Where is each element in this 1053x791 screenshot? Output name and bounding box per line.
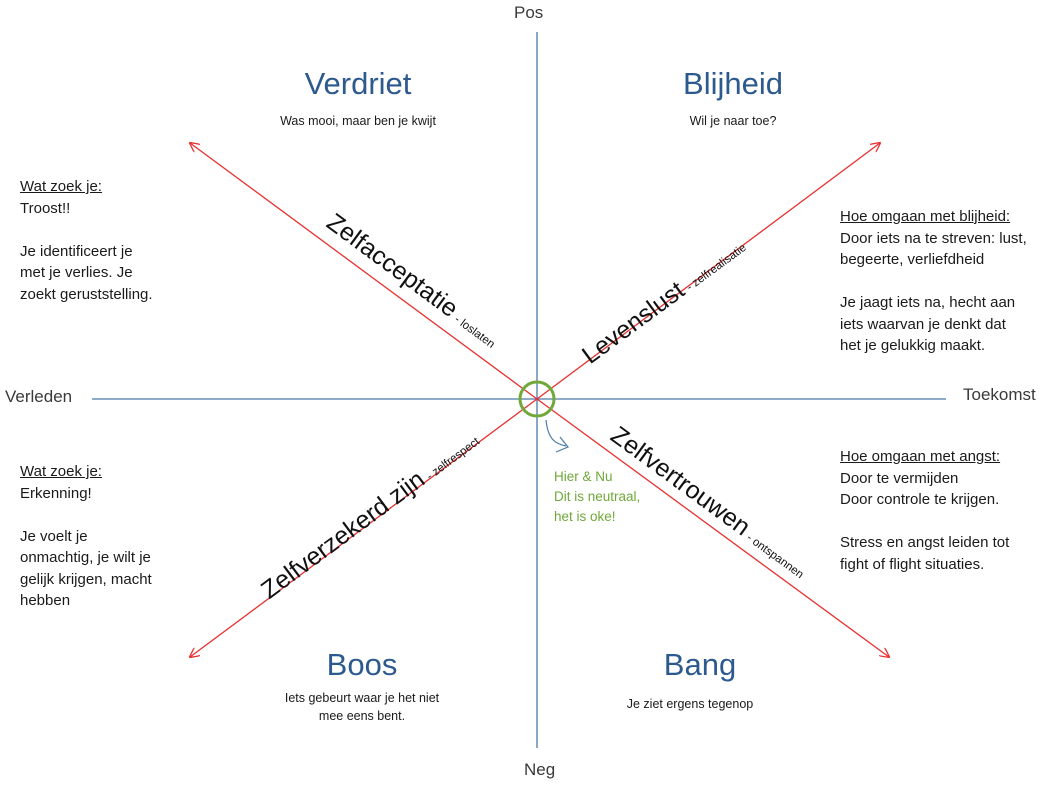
note-bang-heading: Hoe omgaan met angst: (840, 448, 1001, 465)
note-line: Door controle te krijgen. (840, 491, 1000, 508)
note-verdriet-heading: Wat zoek je: (20, 178, 102, 195)
note-blijheid-heading: Hoe omgaan met blijheid: (840, 208, 1011, 225)
note-line: met je verlies. Je (20, 264, 133, 281)
note-line: Door iets na te streven: lust, (840, 229, 1027, 247)
note-line: gelijk krijgen, macht (20, 570, 152, 588)
diagonal-arrow-top-right (536, 143, 880, 400)
note-line: onmachtig, je wilt je (20, 549, 151, 566)
diagonal-arrow-top-left (190, 143, 538, 400)
center-note: Hier & Nu Dit is neutraal, het is oke! (554, 467, 640, 527)
note-line: zoekt geruststelling. (20, 285, 153, 303)
note-boos: Wat zoek je: Erkenning! Je voelt je onma… (20, 461, 152, 612)
note-verdriet: Wat zoek je: Troost!! Je identificeert j… (20, 176, 153, 305)
emotion-boos: Boos (326, 647, 398, 682)
diagonal-arrow-bottom-right (536, 398, 889, 657)
note-line: Stress en angst leiden tot (840, 534, 1010, 551)
note-bang: Hoe omgaan met angst: Door te vermijden … (840, 446, 1009, 575)
subtitle-boos-line-2: mee eens bent. (318, 709, 406, 723)
note-line: Je voelt je (20, 527, 88, 545)
note-line: Je identificeert je (20, 242, 133, 260)
axis-label-neg: Neg (524, 760, 556, 779)
note-boos-heading: Wat zoek je: (20, 463, 102, 480)
subtitle-boos: Iets gebeurt waar je het niet mee eens b… (242, 689, 482, 725)
axis-label-pos: Pos (514, 3, 544, 22)
note-line: Troost!! (20, 199, 71, 217)
center-note-line: Dit is neutraal, (554, 489, 641, 504)
subtitle-bang: Je ziet ergens tegenop (626, 697, 754, 711)
note-line: begeerte, verliefdheid (840, 251, 985, 268)
emotion-blijheid: Blijheid (683, 66, 783, 101)
center-note-line: het is oke! (554, 509, 616, 524)
diagonal-arrow-bottom-left (190, 398, 538, 657)
note-line: Door te vermijden (840, 469, 959, 487)
emotion-bang: Bang (663, 647, 737, 682)
here-and-now-circle (518, 380, 556, 418)
subtitle-boos-line-1: Iets gebeurt waar je het niet (284, 691, 440, 705)
emotion-verdriet: Verdriet (304, 66, 412, 101)
note-line: het je gelukkig maakt. (840, 337, 986, 354)
axis-label-verleden: Verleden (5, 387, 73, 406)
curved-pointer-arrowhead (555, 436, 569, 453)
note-line: hebben (20, 592, 71, 609)
center-note-line: Hier & Nu (554, 469, 613, 484)
note-line: iets waarvan je denkt dat (840, 315, 1006, 333)
note-line: fight of flight situaties. (840, 555, 985, 573)
curved-pointer-arrow (545, 419, 567, 447)
note-line: Erkenning! (20, 484, 92, 502)
axis-label-toekomst: Toekomst (963, 385, 1036, 404)
subtitle-verdriet: Was mooi, maar ben je kwijt (280, 114, 436, 128)
note-blijheid: Hoe omgaan met blijheid: Door iets na te… (840, 206, 1027, 357)
note-line: Je jaagt iets na, hecht aan (840, 294, 1016, 311)
subtitle-blijheid: Wil je naar toe? (689, 114, 777, 128)
